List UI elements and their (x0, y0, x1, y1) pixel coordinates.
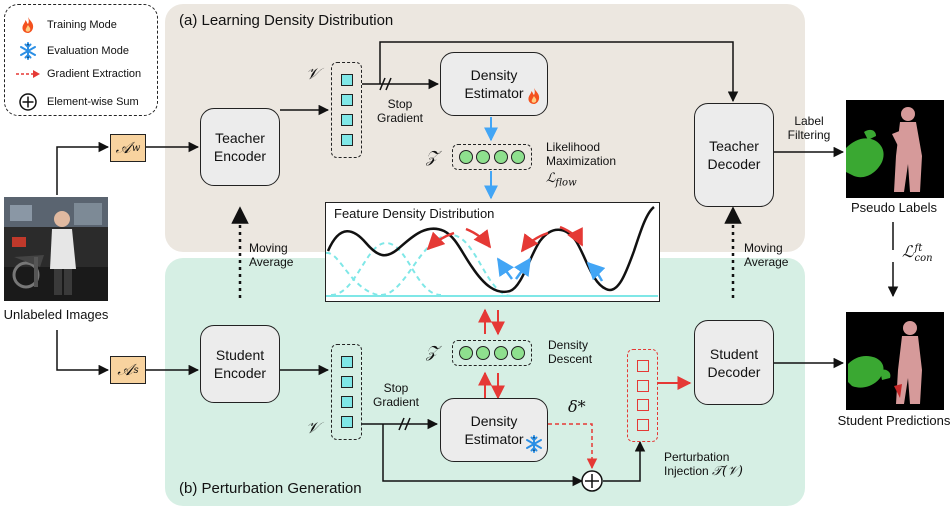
snowflake-icon (15, 42, 41, 60)
unlabeled-image (4, 197, 108, 301)
label-filtering-label: Label Filtering (787, 114, 831, 142)
z-symbol-bottom: 𝒵 (426, 342, 439, 361)
stop-gradient-mark-top (379, 77, 392, 91)
arrow-v-to-sum (382, 424, 584, 487)
arrow-image-to-strong-aug (56, 330, 110, 376)
arrow-v-to-teacher-decoder (379, 41, 739, 103)
gradient-extraction-arrow (548, 423, 598, 470)
legend-element-wise-sum: Element-wise Sum (15, 93, 139, 111)
student-decoder: Student Decoder (694, 320, 774, 405)
student-predictions-caption: Student Predictions (837, 413, 951, 428)
feature-vector-student (331, 344, 362, 440)
unlabeled-images-caption: Unlabeled Images (3, 307, 109, 322)
student-prediction-mask (846, 312, 944, 410)
teacher-decoder: Teacher Decoder (694, 103, 774, 207)
z-symbol-top: 𝒵 (426, 147, 439, 166)
flame-icon (15, 16, 41, 34)
delta-star: δ* (568, 397, 586, 416)
feature-density-plot: Feature Density Distribution (325, 202, 660, 302)
stop-gradient-mark-bottom (398, 417, 411, 431)
student-encoder: Student Encoder (200, 325, 280, 403)
perturbed-feature-vector (627, 349, 658, 442)
pseudo-label-mask (846, 100, 944, 198)
legend: Training Mode Evaluation Mode Gradient E… (4, 4, 158, 116)
panel-a-title: (a) Learning Density Distribution (179, 12, 394, 29)
moving-average-label-right: Moving Average (744, 241, 789, 269)
loss-flow: ℒflow (546, 171, 577, 189)
latent-vector-bottom (452, 340, 532, 366)
teacher-encoder: Teacher Encoder (200, 108, 280, 186)
density-descent-label: Density Descent (548, 338, 593, 366)
stop-gradient-label-top: Stop Gradient (376, 97, 424, 125)
snowflake-icon (525, 435, 543, 457)
circle-plus-icon (15, 93, 41, 111)
feature-vector-teacher (331, 62, 362, 158)
flame-icon (527, 87, 541, 109)
v-symbol-top: 𝒱 (306, 64, 320, 83)
density-estimator-evaluation: Density Estimator (440, 398, 548, 462)
pseudo-labels-caption: Pseudo Labels (850, 200, 937, 215)
legend-training-mode: Training Mode (15, 16, 117, 34)
density-curve (326, 206, 658, 297)
panel-b-title: (b) Perturbation Generation (179, 480, 362, 497)
arrow-sum-to-perturbed-v (603, 440, 646, 482)
stop-gradient-label-bottom: Stop Gradient (372, 381, 420, 409)
legend-gradient-extraction: Gradient Extraction (15, 68, 141, 80)
moving-average-label-left: Moving Average (249, 241, 294, 269)
plot-title: Feature Density Distribution (334, 206, 495, 221)
likelihood-maximization-label: Likelihood Maximization (546, 140, 617, 168)
v-symbol-bottom: 𝒱 (306, 418, 320, 437)
element-wise-sum-node (581, 470, 603, 492)
red-dashed-arrow-icon (15, 69, 41, 79)
legend-evaluation-mode: Evaluation Mode (15, 42, 129, 60)
arrow-image-to-weak-aug (56, 141, 110, 195)
density-estimator-training: Density Estimator (440, 52, 548, 116)
perturbation-injection-label: Perturbation Injection 𝒯(𝒱) (664, 450, 743, 479)
perturbation-t-symbol: 𝒯(𝒱) (712, 464, 743, 479)
latent-vector-top (452, 144, 532, 170)
